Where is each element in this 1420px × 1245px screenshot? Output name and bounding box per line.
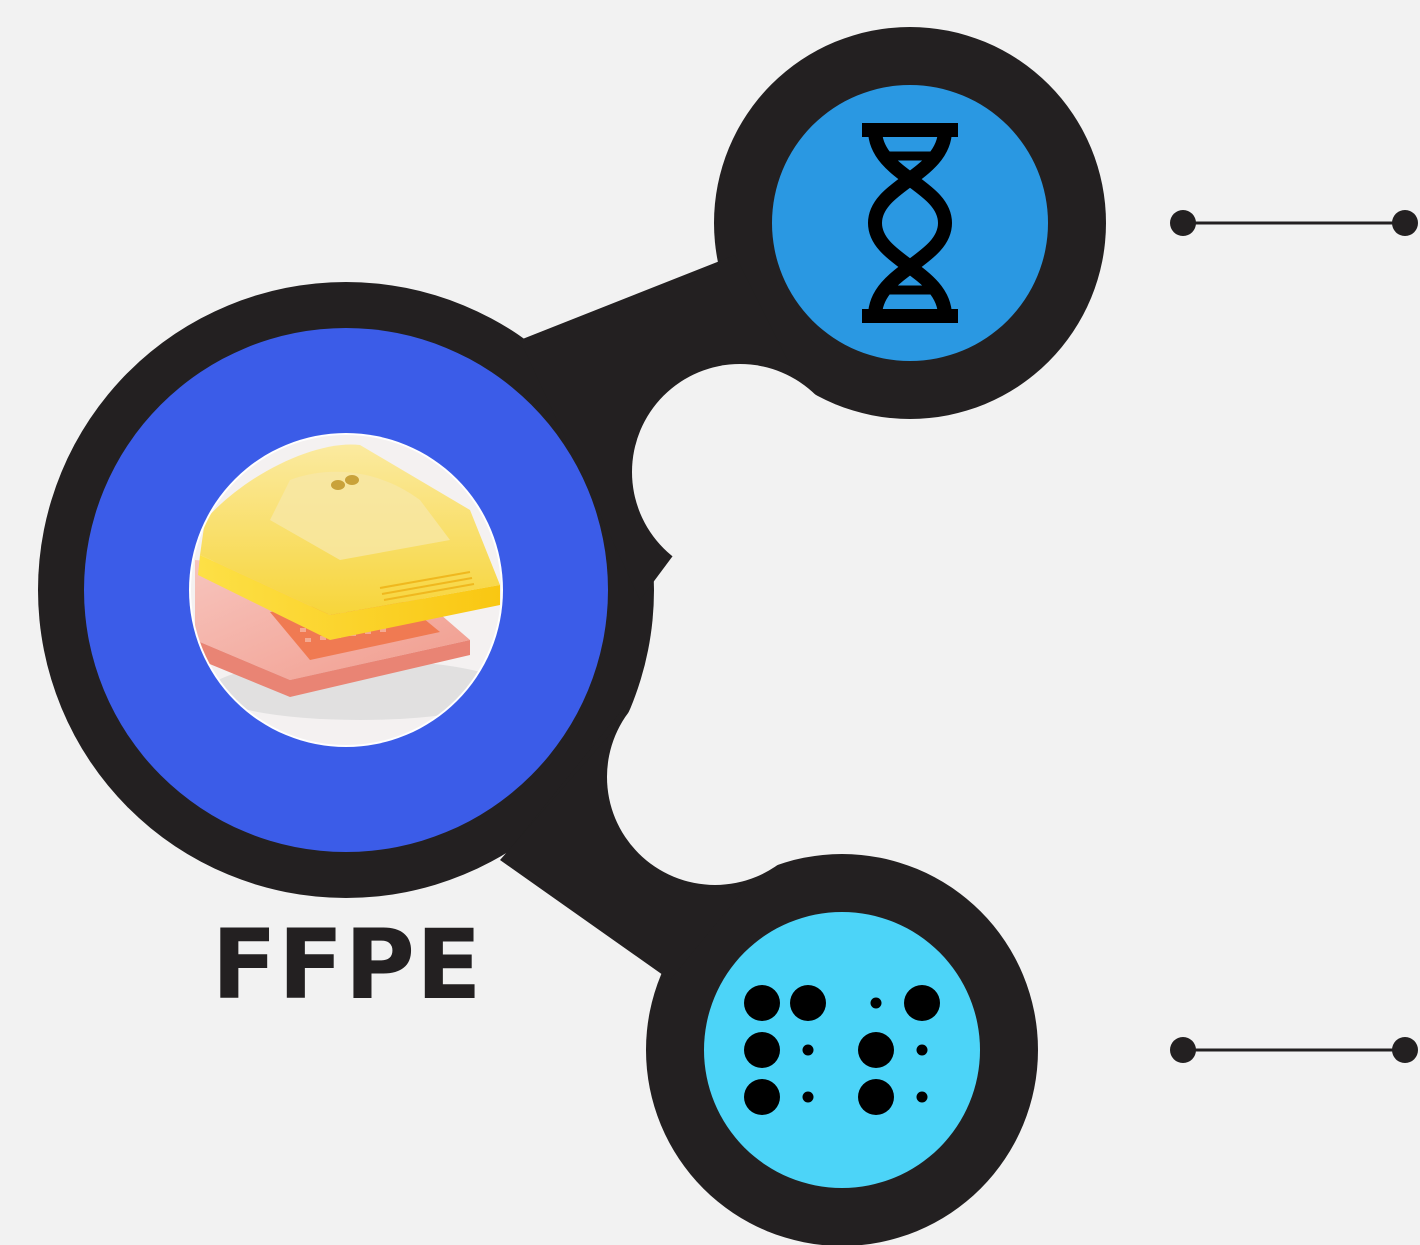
bottom-node <box>704 912 980 1188</box>
ffpe-cassette-icon <box>191 435 501 745</box>
main-node-label: FFPE <box>211 909 483 1021</box>
connector-cutouts <box>607 364 848 885</box>
top-connector-line <box>1170 210 1418 236</box>
dna-icon <box>862 123 958 323</box>
top-node <box>772 85 1048 361</box>
braille-dots-icon <box>744 985 940 1115</box>
bottom-connector-line <box>1170 1037 1418 1063</box>
